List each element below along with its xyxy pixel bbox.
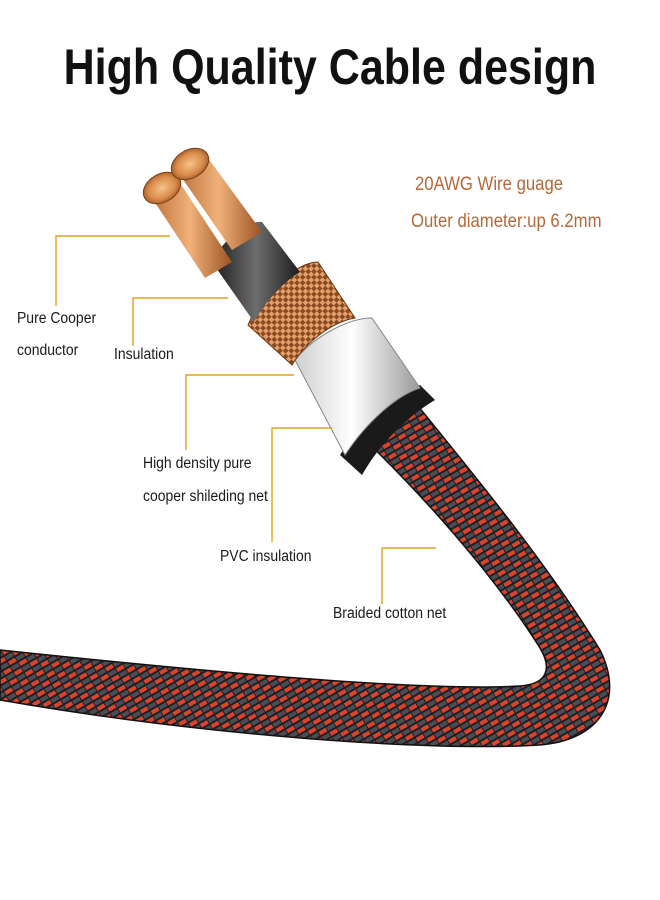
braided-cable-body [0,388,611,748]
leader-line-insulation [132,297,228,346]
copper-wire-strand-a [148,180,232,278]
leader-line-conductor [55,235,170,306]
leader-line-braid [381,547,436,604]
wire-gauge-spec: 20AWG Wire guage [415,174,564,195]
leader-line-pvc [271,427,332,542]
label-shielding-line1: High density pure [143,455,252,472]
outer-diameter-spec: Outer diameter:up 6.2mm [411,211,602,232]
label-insulation: Insulation [114,346,174,363]
pvc-insulation-layer [294,317,421,456]
leader-line-shielding [185,374,294,450]
copper-wire-strand-b [175,158,262,250]
label-conductor-line2: conductor [17,342,79,359]
page-title: High Quality Cable design [63,39,597,95]
outer-jacket-ring [340,385,435,475]
label-pvc-insulation: PVC insulation [220,548,312,565]
copper-wire-end-b [170,147,210,181]
label-braided-net: Braided cotton net [333,605,447,622]
label-shielding-line2: cooper shileding net [143,488,268,505]
label-conductor-line1: Pure Cooper [17,310,97,327]
